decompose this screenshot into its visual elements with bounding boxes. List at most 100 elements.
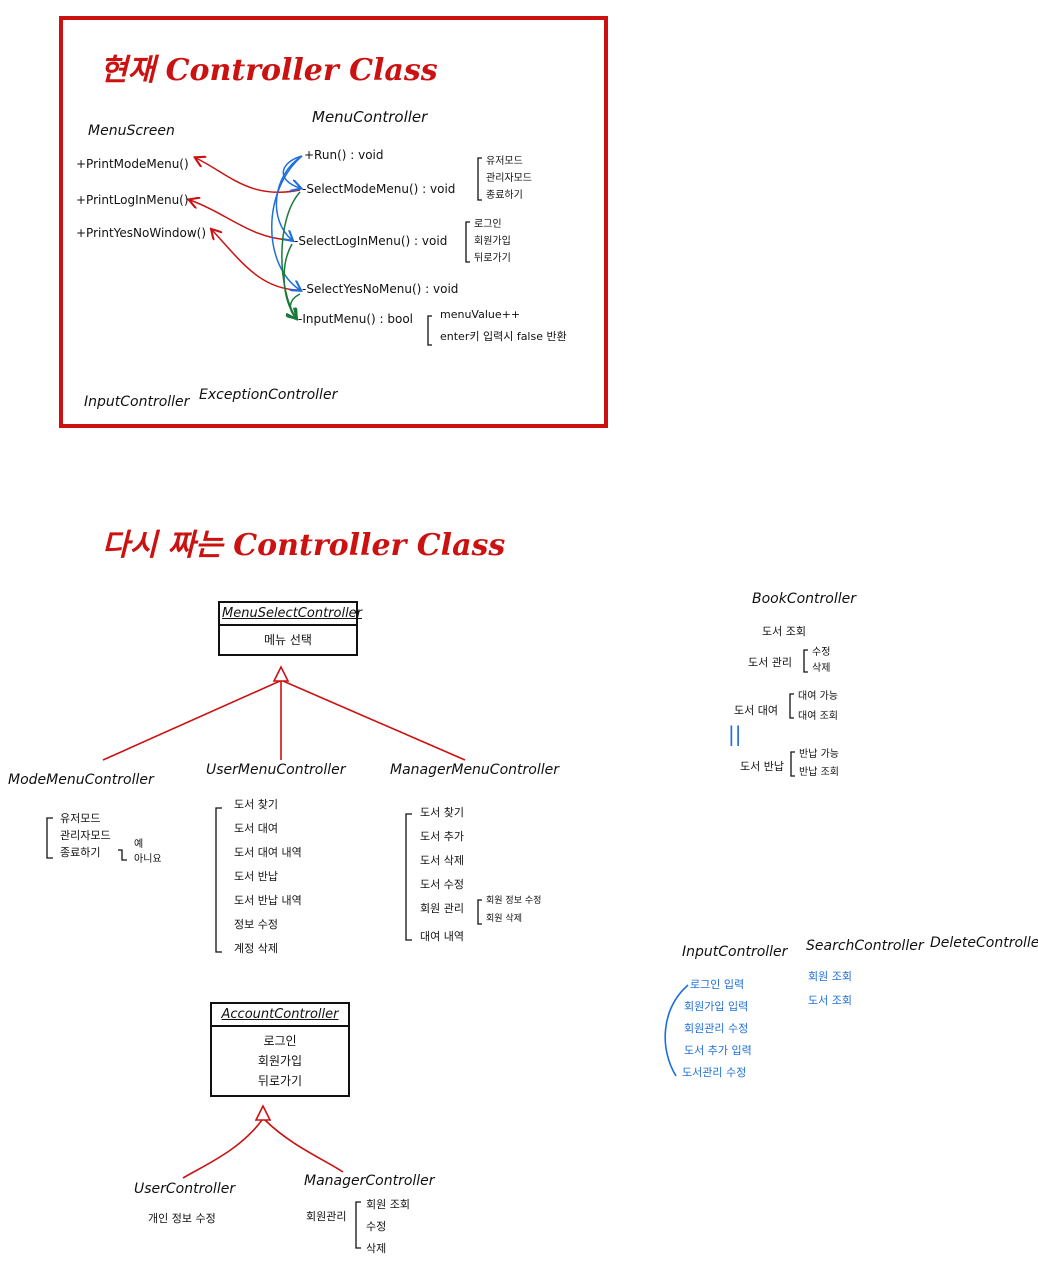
yes-no-option: 예 — [134, 839, 144, 850]
account-controller-body: 로그인 회원가입 뒤로가기 — [212, 1027, 348, 1095]
arrow-mode-menu — [196, 158, 301, 194]
inherit-manager-menu — [282, 680, 466, 761]
menu-controller-item: -SelectYesNoMenu() : void — [302, 282, 459, 296]
book-search: 도서 조회 — [762, 625, 806, 638]
user-menu-item: 도서 대여 — [234, 822, 278, 835]
manager-controller-item: 회원 조회 — [366, 1198, 410, 1211]
inherit-user-ctrl — [182, 1119, 263, 1179]
arrow-run-login — [275, 155, 303, 240]
delete-controller-title: DeleteController — [930, 935, 1038, 951]
inherit-manager-ctrl — [264, 1119, 344, 1173]
current-class-title: 현재 Controller Class — [100, 53, 438, 88]
menu-controller-item: -InputMenu() : bool — [298, 312, 414, 326]
mode-menu-item: 종료하기 — [60, 846, 101, 859]
login-option: 뒤로가기 — [474, 253, 511, 264]
account-item: 로그인 — [263, 1034, 297, 1048]
book-equal-mark: || — [728, 722, 742, 746]
manager-controller-title: ManagerController — [304, 1173, 435, 1189]
book-return: 도서 반납 — [740, 760, 784, 773]
account-controller-box: AccountController 로그인 회원가입 뒤로가기 — [210, 1002, 350, 1097]
bottom-label: InputController — [84, 394, 190, 410]
input-brace — [664, 984, 689, 1077]
user-menu-item: 도서 반납 — [234, 870, 278, 883]
menu-screen-title: MenuScreen — [88, 123, 175, 139]
arrow-run-mode — [282, 155, 302, 188]
user-menu-item: 도서 반납 내역 — [234, 894, 302, 907]
arrow-run-yesno — [271, 155, 302, 290]
search-controller-title: SearchController — [806, 938, 924, 954]
input-controller-item: 회원관리 수정 — [684, 1022, 749, 1035]
arrow-login-menu — [190, 200, 291, 241]
rewritten-class-title: 다시 짜는 Controller Class — [102, 528, 506, 563]
manager-menu-controller-title: ManagerMenuController — [390, 762, 559, 778]
bracket-book-rent — [789, 693, 794, 719]
book-controller-title: BookController — [752, 591, 857, 607]
login-option: 로그인 — [474, 219, 502, 230]
manager-controller-item: 수정 — [366, 1220, 387, 1233]
arrow-yesno-input — [290, 293, 301, 318]
bracket-input-notes — [427, 315, 432, 346]
user-menu-controller-title: UserMenuController — [206, 762, 346, 778]
mode-option: 유저모드 — [486, 156, 523, 167]
mode-menu-controller-title: ModeMenuController — [8, 772, 154, 788]
bracket-yes-no — [118, 849, 127, 861]
arrow-mode-input — [281, 191, 301, 318]
mode-option: 종료하기 — [486, 190, 523, 201]
bracket-book-return — [790, 751, 795, 777]
bracket-mode-options — [477, 157, 482, 201]
input-controller-item: 도서 추가 입력 — [684, 1044, 752, 1057]
book-rent: 도서 대여 — [734, 704, 778, 717]
bracket-user-items — [215, 807, 222, 953]
menu-select-controller-body: 메뉴 선택 — [264, 633, 312, 647]
menu-select-controller-title: MenuSelectController — [220, 603, 362, 626]
mode-option: 관리자모드 — [486, 173, 532, 184]
input-controller-item: 도서관리 수정 — [682, 1066, 747, 1079]
yes-no-option: 아니요 — [134, 854, 162, 865]
member-sub-item: 회원 정보 수정 — [486, 896, 542, 906]
bracket-manager-items — [405, 813, 412, 941]
search-controller-item: 도서 조회 — [808, 994, 852, 1007]
manager-menu-item: 대여 내역 — [420, 930, 464, 943]
book-return-item: 반납 가능 — [799, 749, 839, 760]
book-return-item: 반납 조회 — [799, 767, 839, 778]
mode-menu-item: 관리자모드 — [60, 829, 111, 842]
manager-menu-item: 회원 관리 — [420, 902, 464, 915]
inherit-mode-menu — [102, 680, 281, 761]
book-manage: 도서 관리 — [748, 656, 792, 669]
bracket-login-options — [465, 221, 470, 263]
user-menu-item: 도서 대여 내역 — [234, 846, 302, 859]
bracket-book-manage — [803, 649, 808, 673]
input-note: enter키 입력시 false 반환 — [440, 330, 567, 343]
account-item: 뒤로가기 — [257, 1074, 303, 1088]
manager-menu-item: 도서 삭제 — [420, 854, 464, 867]
inherit-triangle-top — [272, 665, 290, 682]
manager-menu-item: 도서 추가 — [420, 830, 464, 843]
book-rent-item: 대여 조회 — [798, 711, 838, 722]
menu-screen-item: +PrintLogInMenu() — [76, 193, 189, 207]
input-controller-item: 회원가입 입력 — [684, 1000, 749, 1013]
user-menu-item: 도서 찾기 — [234, 798, 278, 811]
account-controller-title: AccountController — [212, 1004, 348, 1027]
input-controller-title: InputController — [682, 944, 788, 960]
manager-controller-label: 회원관리 — [306, 1210, 347, 1223]
arrow-yesno-menu — [212, 230, 301, 291]
manager-menu-item: 도서 수정 — [420, 878, 464, 891]
menu-select-controller-box: MenuSelectController 메뉴 선택 — [218, 601, 362, 656]
bracket-manager-ctrl — [355, 1201, 361, 1249]
book-rent-item: 대여 가능 — [798, 691, 838, 702]
manager-menu-item: 도서 찾기 — [420, 806, 464, 819]
user-controller-title: UserController — [134, 1181, 236, 1197]
login-option: 회원가입 — [474, 236, 511, 247]
menu-controller-title: MenuController — [312, 108, 428, 126]
bottom-label: ExceptionController — [199, 387, 338, 403]
manager-controller-item: 삭제 — [366, 1242, 387, 1255]
book-manage-item: 삭제 — [812, 663, 831, 674]
input-note: menuValue++ — [440, 308, 521, 321]
bracket-member-sub — [477, 899, 482, 925]
menu-controller-item: -SelectLogInMenu() : void — [294, 234, 448, 248]
user-menu-item: 계정 삭제 — [234, 942, 278, 955]
bracket-mode-items — [46, 817, 53, 859]
user-controller-desc: 개인 정보 수정 — [148, 1212, 216, 1225]
menu-screen-item: +PrintYesNoWindow() — [76, 226, 207, 240]
